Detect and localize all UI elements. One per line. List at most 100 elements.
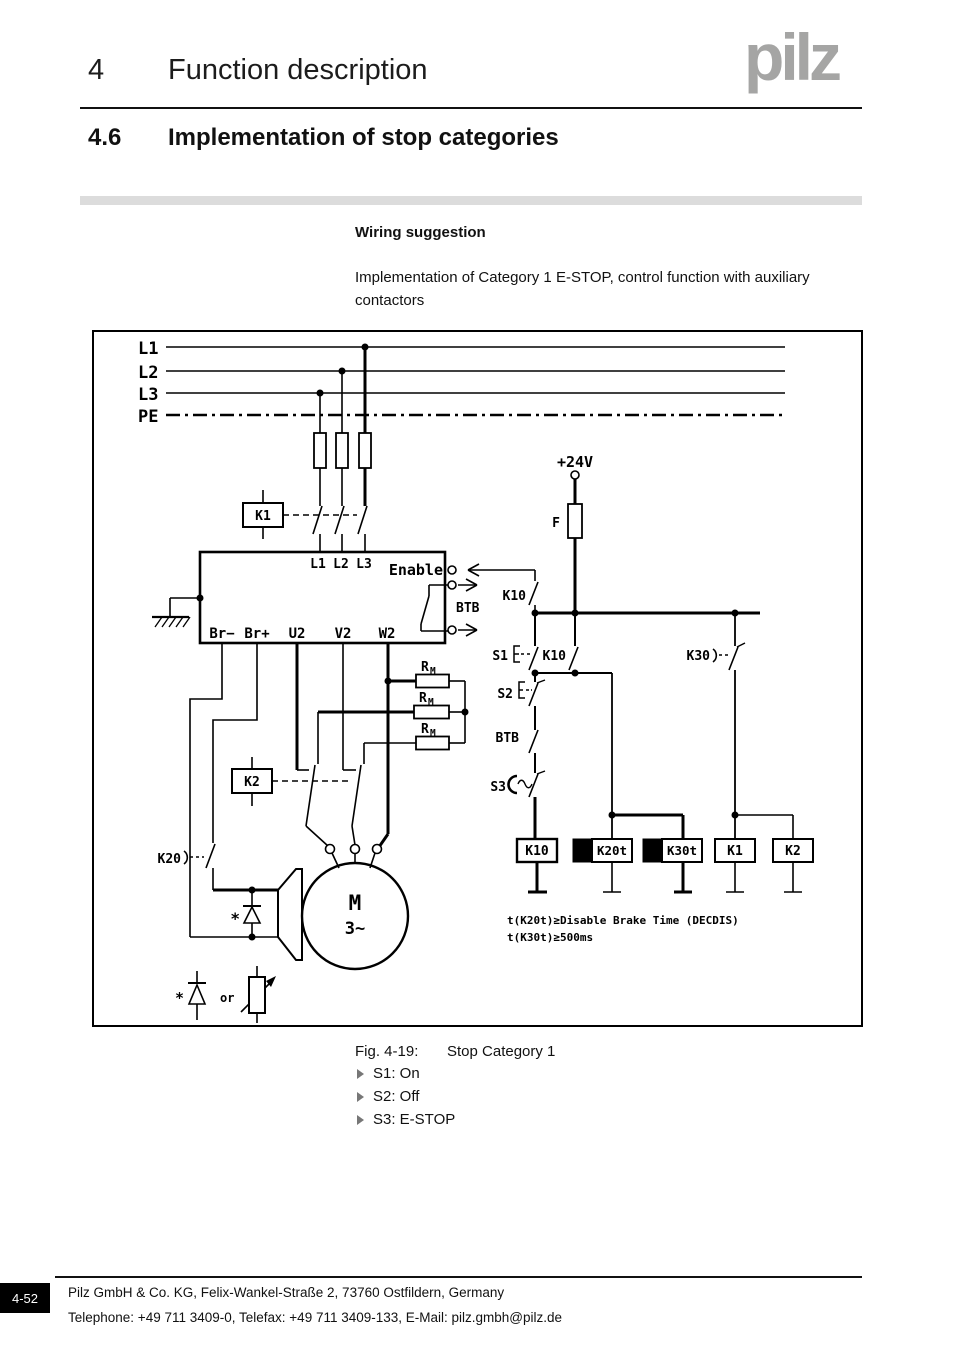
line-fuse [358,432,372,469]
btb-terminal-bottom [447,625,457,635]
wiring-suggestion-heading: Wiring suggestion [355,224,486,241]
label-l3: L3 [138,385,158,405]
label-block-l3: L3 [356,557,372,572]
label-or: or [220,991,234,1005]
drive-output-wires [189,643,390,938]
coil-k30t-box [661,838,703,863]
page-number-badge: 4-52 [0,1283,50,1313]
label-w2: W2 [379,626,396,642]
caption-bullet-s1: S1: On [357,1065,420,1082]
figure-title: Stop Category 1 [447,1043,556,1060]
label-btb-side: BTB [456,601,480,616]
alt-star: * [175,989,184,1007]
flyback-diode-icon [242,905,262,924]
k2-contact-wires [251,757,348,806]
control-supply-wires [458,479,760,637]
ground-icon [152,597,200,628]
label-s2: S2 [497,687,513,702]
line-fuse [335,432,349,469]
label-k1: K1 [255,509,271,524]
label-l2: L2 [138,363,158,383]
motor-brake [277,868,303,961]
chapter-title: Function description [168,54,428,86]
label-rm3-sub: M [430,728,436,739]
label-block-l2: L2 [333,557,349,572]
bullet-text: S3: E-STOP [373,1111,456,1128]
motor-terminal [371,843,383,855]
label-l1: L1 [138,339,158,359]
k1-main-contacts [262,490,368,552]
section-number: 4.6 [88,124,122,151]
coil-k1-box [714,838,756,863]
coil-k20t-timer-mark [572,838,593,863]
label-rm1: R [421,660,429,675]
figure-label: Fig. 4-19: [355,1043,419,1060]
bullet-triangle-icon [357,1091,364,1102]
timing-note-2: t(K30t)≥500ms [507,931,593,944]
footer-address: Pilz GmbH & Co. KG, Felix-Wankel-Straße … [68,1285,505,1300]
label-u2: U2 [289,626,306,642]
btb-terminal-top [447,580,457,590]
line-fuse [313,432,327,469]
label-motor-3ph: 3~ [345,919,365,939]
label-k10-parallel: K10 [543,649,567,664]
label-pe: PE [138,407,158,427]
chapter-number: 4 [88,54,105,86]
coil-k30t-timer-mark [642,838,663,863]
label-s1: S1 [492,649,508,664]
coil-k2-box [772,838,814,863]
label-motor-m: M [349,891,362,915]
braking-resistor [415,735,450,751]
label-k2: K2 [244,775,260,790]
label-s3: S3 [490,780,506,795]
caption-bullet-s3: S3: E-STOP [357,1111,455,1128]
label-rm2-sub: M [428,697,434,708]
body-paragraph: Implementation of Category 1 E-STOP, con… [355,269,810,309]
k1-contactor-box [242,502,284,528]
label-enable: Enable [389,561,443,579]
label-rm2: R [419,691,427,706]
bullet-text: S1: On [373,1065,420,1082]
label-btb-contact: BTB [496,731,520,746]
label-rm3: R [421,722,429,737]
safety-control-wires [507,613,794,839]
label-coil-k20t: K20t [597,843,627,858]
footer-contact: Telephone: +49 711 3409-0, Telefax: +49 … [68,1310,563,1325]
diagram-wires [152,346,802,1023]
label-coil-k10: K10 [525,844,549,859]
enable-terminal [447,565,457,575]
pilz-logo: pilz [744,20,842,94]
label-br-plus: Br+ [244,626,269,642]
label-k20: K20 [158,852,182,867]
diagram-border [92,330,863,1027]
label-v2: V2 [335,626,352,642]
junction-dots [196,343,739,941]
supply-terminal [570,470,580,480]
caption-bullet-s2: S2: Off [357,1088,419,1105]
bullet-text: S2: Off [373,1088,420,1105]
k2-contactor-box [231,768,273,794]
btb-internal-switch [420,584,448,632]
section-divider-bar [80,196,862,205]
bullet-triangle-icon [357,1068,364,1079]
section-title: Implementation of stop categories [168,124,559,151]
diagram-labels: L1 L2 L3 PE K1 L1 L2 L3 Enable BTB Br− B… [138,339,801,1007]
label-coil-k2: K2 [785,844,801,859]
braking-resistor [413,704,450,720]
motor-terminal [324,843,336,855]
label-fuse-f: F [552,516,560,531]
label-k10-enable: K10 [503,589,527,604]
power-rails [166,346,785,506]
alt-diode-icon [187,982,207,1005]
bullet-triangle-icon [357,1114,364,1125]
varistor-icon [248,976,276,1014]
header-divider [80,107,862,109]
label-br-minus: Br− [209,626,234,642]
timing-note-1: t(K20t)≥Disable Brake Time (DECDIS) [507,914,739,927]
footer-divider [55,1276,862,1278]
label-coil-k1: K1 [727,844,743,859]
label-block-l1: L1 [310,557,326,572]
coil-ground-wires [528,862,802,894]
